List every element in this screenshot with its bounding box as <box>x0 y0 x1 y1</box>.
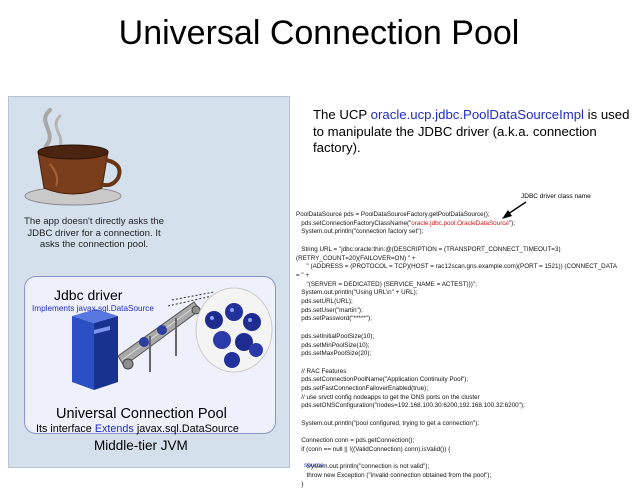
jdbc-driver-title: Jdbc driver <box>54 287 123 303</box>
factory-class-highlight: oracle.jdbc.pool.OracleDataSource <box>411 219 509 227</box>
desc-prefix: The UCP <box>313 107 371 122</box>
slide-title: Universal Connection Pool <box>118 14 520 52</box>
jvm-label: Middle-tier JVM <box>94 438 188 453</box>
ucp-illustration <box>72 287 273 390</box>
jdbc-driver-subtitle: Implements javax.sql.DataSource <box>32 304 154 313</box>
code-rest: System.out.println("connection factory s… <box>296 228 618 488</box>
code-line-2-suffix: "); <box>508 219 516 227</box>
source-link[interactable]: source <box>304 462 324 469</box>
ucp-interface-suffix: javax.sql.DataSource <box>133 423 239 435</box>
ucp-interface-prefix: Its interface <box>36 423 95 435</box>
code-line-2-prefix: pds.setConnectionFactoryClassName(" <box>296 219 412 227</box>
code-line-1: PoolDataSource pds = PoolDataSourceFacto… <box>296 211 490 218</box>
jdbc-class-name-label: JDBC driver class name <box>521 193 591 200</box>
server-icon <box>72 309 118 390</box>
pointer-arrow-icon <box>502 201 527 219</box>
app-note: The app doesn't directly asks the JDBC d… <box>24 216 164 250</box>
pooldatasourceimpl-link[interactable]: oracle.ucp.jdbc.PoolDataSourceImpl <box>370 107 584 122</box>
ucp-description: The UCP oracle.ucp.jdbc.PoolDataSourceIm… <box>313 107 631 157</box>
extends-link[interactable]: Extends <box>94 423 134 435</box>
desc-suffix: is used to manipulate the JDBC driver (a… <box>313 107 630 155</box>
coffee-cup-icon <box>24 108 122 206</box>
connection-pool-bowl-icon <box>195 287 273 373</box>
ucp-interface-text: Its interface Extends javax.sql.DataSour… <box>36 423 239 435</box>
code-sample: PoolDataSource pds = PoolDataSourceFacto… <box>296 211 636 490</box>
ucp-title: Universal Connection Pool <box>56 406 227 422</box>
